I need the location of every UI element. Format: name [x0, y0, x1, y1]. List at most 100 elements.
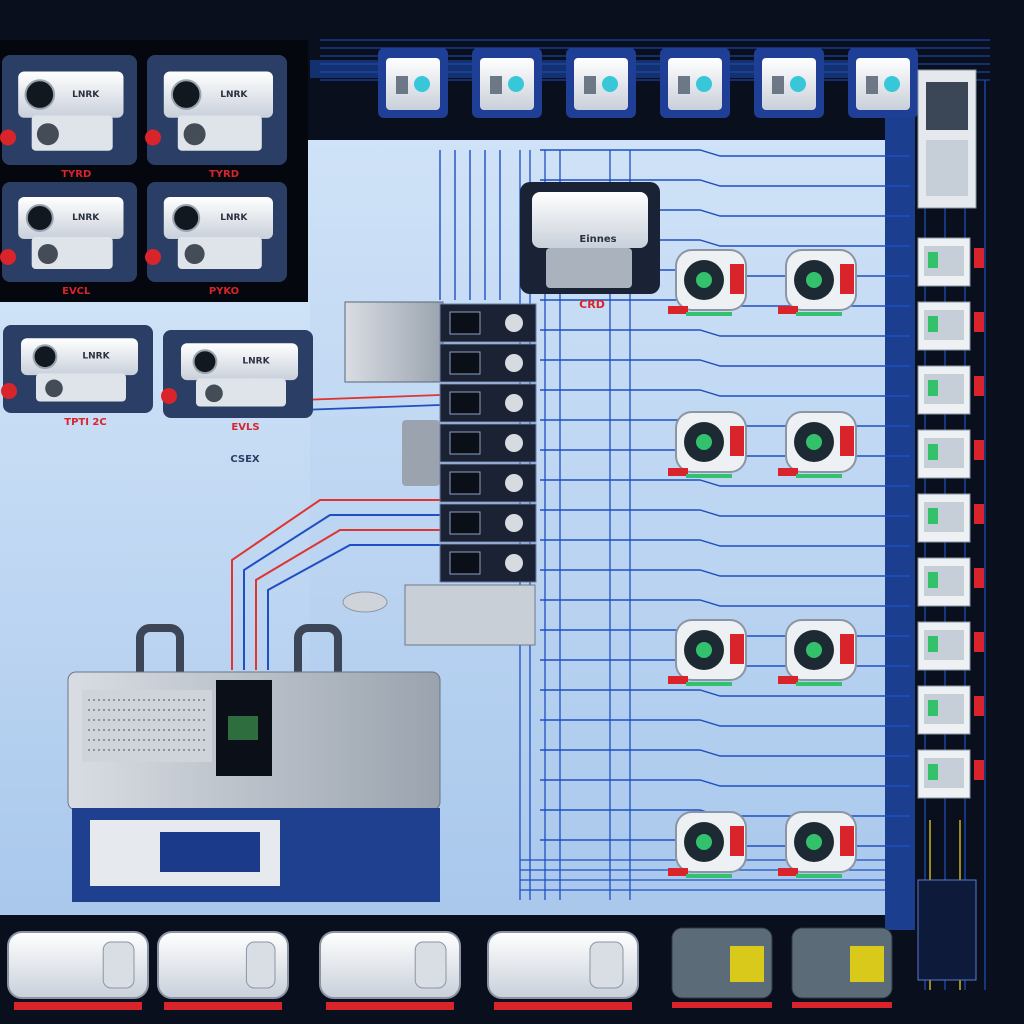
camera-sensor	[183, 123, 206, 146]
dome-camera-port	[778, 676, 798, 684]
dome-camera-tag	[730, 426, 744, 456]
dome-camera-port	[668, 676, 688, 684]
dome-camera-5	[668, 619, 747, 686]
camera-tag: EVCL	[62, 286, 91, 297]
wire	[540, 689, 910, 697]
camera-lens	[32, 344, 58, 370]
bullet-camera-1: LNRK TYRD	[0, 55, 137, 180]
central-camera-label: Einnes	[579, 234, 616, 245]
camera-label: LNRK	[72, 90, 100, 100]
patch-unit-tag	[974, 568, 984, 588]
dome-camera-port	[778, 468, 798, 476]
dome-camera-port	[668, 468, 688, 476]
module-led	[602, 76, 618, 92]
dome-camera-status	[686, 474, 732, 478]
wire	[540, 719, 910, 727]
camera-label: LNRK	[82, 351, 110, 361]
right-frame-bar	[885, 60, 915, 930]
patch-unit-tag	[974, 248, 984, 268]
floor-unit-face	[589, 941, 624, 989]
bullet-camera-3: LNRK EVCL	[0, 182, 137, 297]
dome-camera-tag	[730, 264, 744, 294]
dome-camera-iris	[696, 642, 712, 658]
central-camera-body	[532, 192, 648, 248]
switch-port	[449, 311, 481, 335]
plate-handle	[342, 591, 388, 613]
patch-unit-led	[928, 252, 938, 268]
patch-unit-3	[917, 365, 984, 415]
dome-camera-7	[668, 811, 747, 878]
floor-unit-face	[245, 941, 276, 989]
wire	[540, 329, 910, 337]
wire	[540, 779, 910, 787]
network-switch-stack	[344, 301, 537, 583]
module-port	[772, 76, 784, 94]
patch-unit-led	[928, 572, 938, 588]
wire	[299, 394, 441, 401]
camera-tag: TYRD	[61, 169, 91, 180]
camera-lens	[170, 79, 202, 110]
camera-subtag: CSEX	[230, 454, 260, 465]
floor-unit-4	[487, 931, 639, 1010]
dome-camera-tag	[840, 634, 854, 664]
camera-tag: TYRD	[209, 169, 239, 180]
patch-unit-led	[928, 316, 938, 332]
floor-unit-tag	[164, 1002, 282, 1010]
wire	[540, 149, 910, 157]
top-module-5	[754, 48, 824, 118]
switch-port	[449, 511, 481, 535]
module-led	[884, 76, 900, 92]
patch-unit-4	[917, 429, 984, 479]
module-port	[678, 76, 690, 94]
dome-camera-status	[796, 474, 842, 478]
dome-camera-iris	[806, 434, 822, 450]
bullet-camera-5: LNRK TPTI 2C	[1, 325, 153, 428]
patch-unit-tag	[974, 312, 984, 332]
camera-badge	[0, 129, 16, 146]
camera-badge	[161, 388, 177, 404]
camera-lens	[25, 204, 54, 232]
patch-unit-7	[917, 621, 984, 671]
wire	[540, 539, 910, 547]
module-led	[414, 76, 430, 92]
patch-unit-led	[928, 636, 938, 652]
dome-camera-status	[686, 682, 732, 686]
camera-sensor	[37, 244, 58, 264]
switch-connector	[505, 314, 523, 332]
camera-badge	[145, 129, 161, 146]
power-supply-indicator	[850, 946, 884, 982]
wire	[267, 544, 440, 670]
power-supply-2	[791, 927, 893, 1008]
floor-unit-tag	[14, 1002, 142, 1010]
wire	[540, 389, 910, 397]
wire	[243, 514, 440, 670]
camera-tag: TPTI 2C	[64, 417, 106, 428]
switch-connector	[505, 394, 523, 412]
camera-label: LNRK	[220, 213, 248, 223]
module-body	[386, 58, 440, 110]
switch-port	[449, 351, 481, 375]
dome-camera-1	[668, 249, 747, 316]
dome-camera-iris	[696, 434, 712, 450]
switch-connector	[505, 554, 523, 572]
power-supply-tag	[672, 1002, 772, 1008]
camera-sensor	[45, 379, 63, 398]
floor-unit-1	[7, 931, 149, 1010]
control-box-panel	[926, 140, 968, 196]
floor-unit-tag	[326, 1002, 454, 1010]
camera-badge	[1, 383, 17, 399]
switch-connector	[505, 354, 523, 372]
camera-label: LNRK	[72, 213, 100, 223]
dome-camera-tag	[730, 826, 744, 856]
module-body	[480, 58, 534, 110]
nvr-recorder	[67, 624, 441, 902]
camera-sensor	[36, 123, 59, 146]
wire	[540, 359, 910, 367]
patch-unit-tag	[974, 376, 984, 396]
devices-layer: LNRKTYRDLNRKTYRDLNRKEVCLLNRKPYKOLNRKTPTI…	[0, 40, 984, 1010]
